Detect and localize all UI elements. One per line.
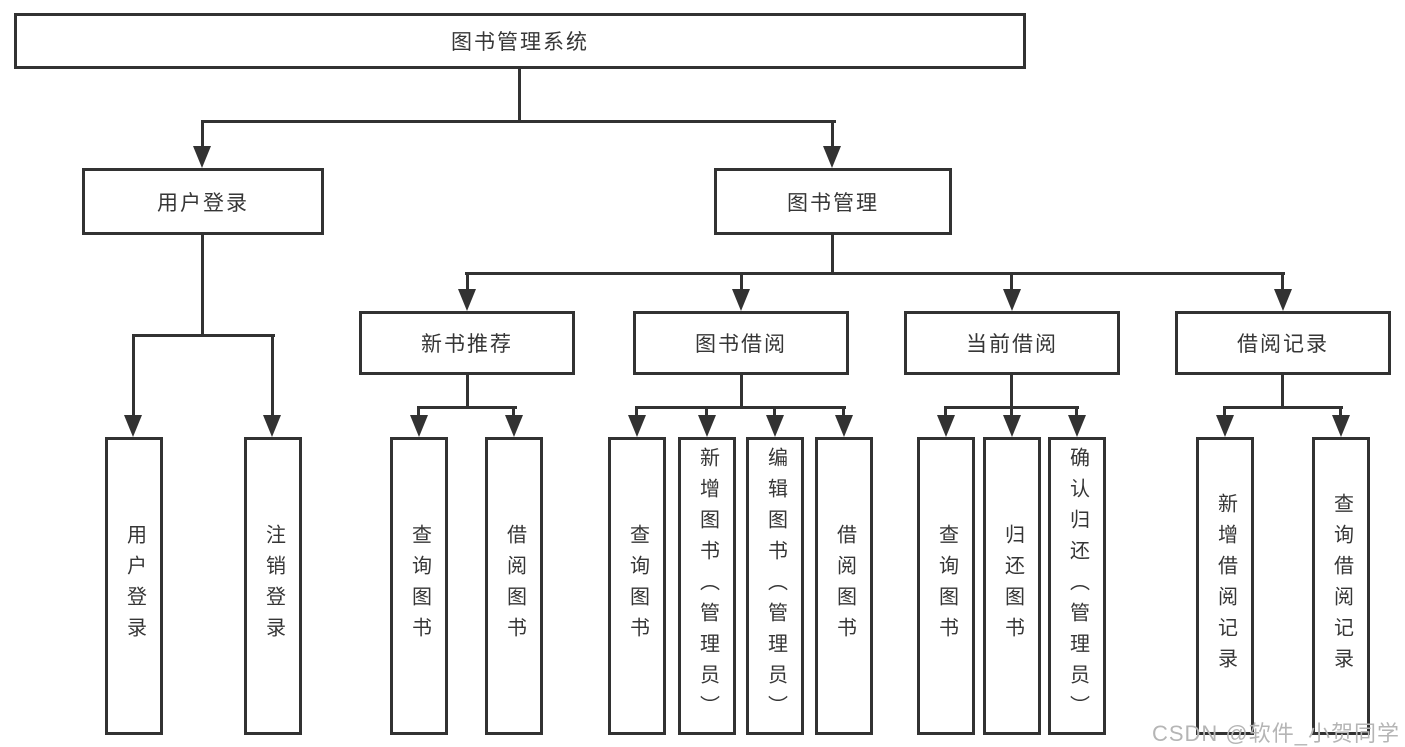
edge-stub	[512, 406, 515, 418]
leaf-user-login: 用户登录	[105, 437, 163, 735]
node-label: 借阅记录	[1237, 333, 1329, 356]
node-book-mgmt: 图书管理	[714, 168, 952, 235]
edge-stub	[1075, 406, 1078, 418]
arrowhead-login-leaf	[124, 415, 142, 437]
edge-user-login-stem	[201, 233, 204, 336]
edge-to-logout-leaf	[271, 334, 274, 419]
node-book-borrow: 图书借阅	[633, 311, 849, 375]
edge-stub	[1339, 406, 1342, 418]
node-label: 查询图书	[626, 524, 649, 648]
arrowhead-records-query	[1332, 415, 1350, 437]
edge-root-bar	[201, 120, 836, 123]
node-label: 编辑图书（管理员）	[764, 446, 787, 726]
node-label: 图书管理	[787, 191, 879, 215]
edge-to-borrow-records	[1281, 272, 1284, 292]
edge-book-borrow-stem	[740, 373, 743, 408]
edge-to-book-mgmt	[831, 120, 834, 150]
node-label: 新书推荐	[421, 333, 513, 356]
csdn-watermark: CSDN @软件_小贺同学	[1151, 721, 1400, 746]
node-library-system: 图书管理系统	[14, 13, 1026, 69]
edge-borrow-records-stem	[1281, 373, 1284, 408]
arrowhead-book-mgmt	[823, 146, 841, 168]
edge-to-current-borrow	[1010, 272, 1013, 292]
edge-stub	[635, 406, 638, 418]
node-new-book-rec: 新书推荐	[359, 311, 575, 375]
edge-current-borrow-stem	[1010, 373, 1013, 408]
node-user-login: 用户登录	[82, 168, 324, 235]
node-label: 当前借阅	[966, 333, 1058, 356]
edge-borrow-records-bar	[1223, 406, 1343, 409]
leaf-current-query-books: 查询图书	[917, 437, 975, 735]
node-label: 借阅图书	[503, 524, 526, 648]
node-label: 新增借阅记录	[1214, 493, 1237, 679]
edge-to-user-login	[201, 120, 204, 150]
arrowhead-borrow-edit	[766, 415, 784, 437]
arrowhead-new-book-rec	[458, 289, 476, 311]
edge-stub	[1010, 406, 1013, 418]
arrowhead-current-borrow	[1003, 289, 1021, 311]
node-borrow-records: 借阅记录	[1175, 311, 1391, 375]
arrowhead-borrow-query	[628, 415, 646, 437]
edge-book-mgmt-bar	[465, 272, 1285, 275]
edge-stub	[1223, 406, 1226, 418]
edge-stub	[944, 406, 947, 418]
node-label: 用户登录	[157, 191, 249, 215]
edge-to-book-borrow	[740, 272, 743, 292]
edge-user-login-bar	[132, 334, 275, 337]
node-label: 用户登录	[123, 524, 146, 648]
node-label: 图书管理系统	[451, 31, 589, 54]
leaf-logout: 注销登录	[244, 437, 302, 735]
arrowhead-borrow-records	[1274, 289, 1292, 311]
edge-stub	[705, 406, 708, 418]
arrowhead-rec-borrow	[505, 415, 523, 437]
node-label: 新增图书（管理员）	[696, 446, 719, 726]
node-label: 查询图书	[935, 524, 958, 648]
edge-stub	[773, 406, 776, 418]
leaf-records-add-record: 新增借阅记录	[1196, 437, 1254, 735]
edge-new-book-rec-bar	[417, 406, 517, 409]
arrowhead-borrow-add	[698, 415, 716, 437]
edge-stub	[417, 406, 420, 418]
edge-book-mgmt-stem	[831, 233, 834, 275]
leaf-current-return-books: 归还图书	[983, 437, 1041, 735]
leaf-borrow-query-books: 查询图书	[608, 437, 666, 735]
arrowhead-borrow-borrow	[835, 415, 853, 437]
leaf-rec-query-books: 查询图书	[390, 437, 448, 735]
edge-stub	[842, 406, 845, 418]
arrowhead-current-return	[1003, 415, 1021, 437]
arrowhead-logout-leaf	[263, 415, 281, 437]
node-label: 查询图书	[408, 524, 431, 648]
edge-to-login-leaf	[132, 334, 135, 419]
node-label: 借阅图书	[833, 524, 856, 648]
arrowhead-records-add	[1216, 415, 1234, 437]
node-label: 确认归还（管理员）	[1066, 446, 1089, 726]
leaf-borrow-edit-books: 编辑图书（管理员）	[746, 437, 804, 735]
edge-root-stem	[518, 68, 521, 122]
leaf-borrow-borrow-books: 借阅图书	[815, 437, 873, 735]
leaf-records-query-record: 查询借阅记录	[1312, 437, 1370, 735]
node-label: 注销登录	[262, 524, 285, 648]
leaf-rec-borrow-books: 借阅图书	[485, 437, 543, 735]
arrowhead-current-confirm	[1068, 415, 1086, 437]
leaf-borrow-add-books: 新增图书（管理员）	[678, 437, 736, 735]
node-label: 归还图书	[1001, 524, 1024, 648]
arrowhead-rec-query	[410, 415, 428, 437]
leaf-current-confirm-return: 确认归还（管理员）	[1048, 437, 1106, 735]
node-label: 图书借阅	[695, 333, 787, 356]
node-label: 查询借阅记录	[1330, 493, 1353, 679]
edge-to-new-book-rec	[466, 272, 469, 292]
node-current-borrow: 当前借阅	[904, 311, 1120, 375]
edge-book-borrow-bar	[635, 406, 846, 409]
arrowhead-current-query	[937, 415, 955, 437]
edge-new-book-rec-stem	[466, 373, 469, 408]
arrowhead-book-borrow	[732, 289, 750, 311]
arrowhead-user-login	[193, 146, 211, 168]
